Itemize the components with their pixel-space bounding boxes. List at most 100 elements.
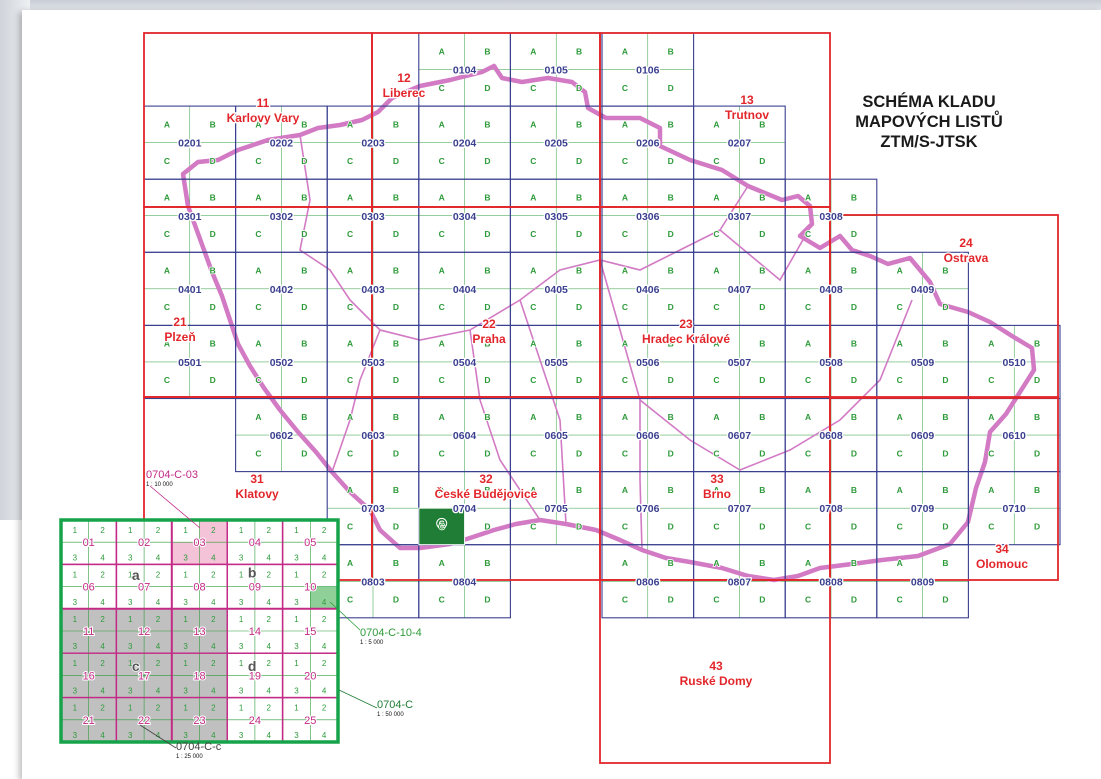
sheet-label-0106: 0106 [636,65,660,77]
inset-cell-label: 19 [249,670,261,682]
quadrant-letter-d: D [393,521,399,531]
sheet-label-0105: 0105 [545,65,569,77]
sheet-label-0204: 0204 [453,138,477,150]
sub-number-2: 2 [322,570,327,579]
region-number: 43 [709,659,723,673]
quadrant-letter-d: D [668,375,674,385]
callout-code: 0704-C-10-4 [360,627,422,639]
quadrant-letter-d: D [393,229,399,239]
quadrant-letter-a: A [713,412,719,422]
sheet-label-0602: 0602 [270,430,294,442]
quadrant-letter-d: D [484,302,490,312]
quadrant-letter-b: B [668,412,674,422]
quadrant-letter-d: D [484,595,490,605]
quadrant-letter-a: A [713,485,719,495]
sub-number-1: 1 [239,659,244,668]
quadrant-letter-c: C [713,595,719,605]
sheet-label-0510: 0510 [1003,357,1027,369]
quadrant-letter-a: A [622,119,628,129]
sheet-label-0705: 0705 [545,503,569,515]
sub-number-3: 3 [183,731,188,740]
sheet-label-0207: 0207 [728,138,752,150]
region-name: Olomouc [976,557,1028,571]
sheet-label-0302: 0302 [270,211,294,223]
sub-number-3: 3 [183,553,188,562]
quadrant-letter-a: A [347,266,353,276]
inset-cell-label: 16 [83,670,95,682]
legend-title: SCHÉMA KLADU MAPOVÝCH LISTŮ ZTM/S-JTSK [829,92,1029,152]
quadrant-letter-d: D [851,302,857,312]
quadrant-letter-b: B [942,266,948,276]
sheet-label-0504: 0504 [453,357,477,369]
quadrant-letter-c: C [530,448,536,458]
quadrant-letter-d: D [301,229,307,239]
sub-number-4: 4 [211,731,216,740]
quadrant-letter-a: A [439,558,445,568]
quadrant-letter-b: B [301,339,307,349]
quadrant-letter-c: C [897,375,903,385]
quadrant-letter-d: D [301,156,307,166]
inset-cell-label: 08 [193,582,205,594]
sub-number-3: 3 [73,687,78,696]
quadrant-letter-a: A [347,339,353,349]
sub-number-1: 1 [294,704,299,713]
sub-number-1: 1 [73,526,78,535]
quadrant-letter-d: D [210,375,216,385]
sub-number-1: 1 [73,615,78,624]
inset-cell-label: 06 [83,582,95,594]
sheet-label-0402: 0402 [270,284,294,296]
region-frame-24 [829,214,1059,399]
sub-number-2: 2 [156,526,161,535]
highlighted-sheet-0704-c[interactable] [418,507,466,546]
sub-number-3: 3 [239,553,244,562]
quadrant-letter-d: D [851,595,857,605]
quadrant-letter-c: C [164,302,170,312]
sub-number-2: 2 [211,615,216,624]
sub-number-3: 3 [73,598,78,607]
sub-number-1: 1 [294,570,299,579]
sub-number-1: 1 [239,570,244,579]
quadrant-letter-c: C [713,302,719,312]
sub-number-2: 2 [322,704,327,713]
region-boundary [299,134,913,551]
quadrant-letter-d: D [668,83,674,93]
quadrant-letter-a: A [439,266,445,276]
sheet-label-0503: 0503 [361,357,385,369]
sheet-label-0403: 0403 [361,284,385,296]
sub-number-1: 1 [239,526,244,535]
quadrant-letter-a: A [439,119,445,129]
sub-number-2: 2 [267,659,272,668]
sub-number-4: 4 [100,598,105,607]
sheet-label-0709: 0709 [911,503,935,515]
sub-number-3: 3 [239,642,244,651]
quadrant-letter-a: A [347,485,353,495]
sheet-label-0708: 0708 [819,503,843,515]
region-name: Ostrava [944,251,989,265]
quadrant-letter-b: B [668,119,674,129]
sub-number-3: 3 [128,687,133,696]
inset-cell-label: 13 [193,626,205,638]
quadrant-letter-b: B [484,119,490,129]
sub-number-3: 3 [294,598,299,607]
quadrant-letter-d: D [210,156,216,166]
region-number: 13 [740,93,754,107]
quadrant-letter-c: C [164,375,170,385]
region-name: Klatovy [235,487,279,501]
quadrant-letter-c: C [255,302,261,312]
quadrant-letter-c: C [897,302,903,312]
sub-number-2: 2 [156,570,161,579]
quadrant-letter-b: B [484,266,490,276]
leader-c104 [329,601,361,631]
quadrant-letter-a: A [805,192,811,202]
inset-cell-label: 11 [83,626,94,638]
sub-number-1: 1 [294,615,299,624]
quadrant-letter-b: B [576,192,582,202]
quadrant-letter-a: A [805,339,811,349]
quadrant-letter-d: D [942,595,948,605]
quadrant-letter-c: C [439,83,445,93]
quadrant-letter-a: A [530,119,536,129]
